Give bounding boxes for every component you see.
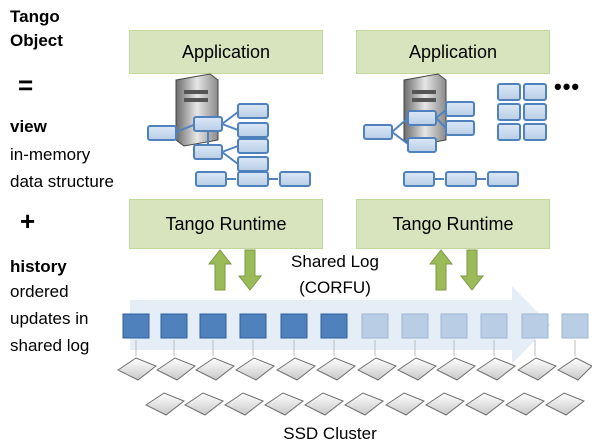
more-clients-ellipsis: •••	[554, 74, 581, 99]
grid-structure-client2	[497, 83, 547, 141]
history-label: history	[10, 257, 67, 276]
arrows-client2	[428, 249, 485, 291]
title-object: Object	[10, 31, 63, 50]
client1-application-box: Application	[129, 30, 323, 74]
view-desc-line1: in-memory	[10, 145, 91, 164]
linked-list-client2	[403, 171, 519, 187]
title-tango: Tango	[10, 7, 60, 26]
ssd-drives-row1	[117, 357, 592, 381]
linked-list-client1	[195, 171, 311, 187]
server-icon-client1	[175, 73, 219, 147]
ssd-drives-row2	[145, 392, 585, 416]
view-label: view	[10, 117, 47, 136]
history-desc-line3: shared log	[10, 336, 90, 355]
corfu-label: (CORFU)	[299, 278, 371, 297]
ssd-cluster-label: SSD Cluster	[283, 424, 377, 443]
history-desc-line1: ordered	[10, 282, 69, 301]
tree-structure-client1	[147, 103, 269, 172]
client1-runtime-box: Tango Runtime	[129, 199, 323, 249]
arrows-client1	[207, 249, 263, 291]
view-desc-line2: data structure	[10, 172, 114, 191]
log-entries	[122, 313, 589, 339]
client2-application-box: Application	[356, 30, 550, 74]
plus-sign: +	[20, 206, 36, 236]
shared-log-label: Shared Log	[291, 252, 379, 271]
history-desc-line2: updates in	[10, 309, 89, 328]
equals-sign: =	[18, 70, 34, 100]
tree-structure-client2	[363, 101, 475, 153]
ssd-connectors	[135, 340, 576, 356]
client2-runtime-box: Tango Runtime	[356, 199, 550, 249]
